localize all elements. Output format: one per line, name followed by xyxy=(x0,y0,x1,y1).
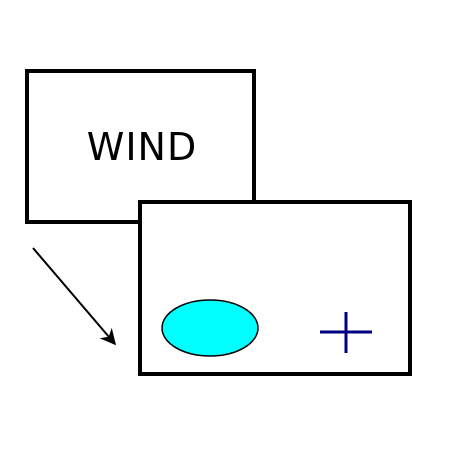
wind-window-box xyxy=(25,69,256,224)
arrow-down-right-icon xyxy=(32,247,117,346)
ellipse-shape xyxy=(161,299,259,357)
plus-icon xyxy=(320,312,372,353)
wind-label: WIND xyxy=(87,125,197,169)
